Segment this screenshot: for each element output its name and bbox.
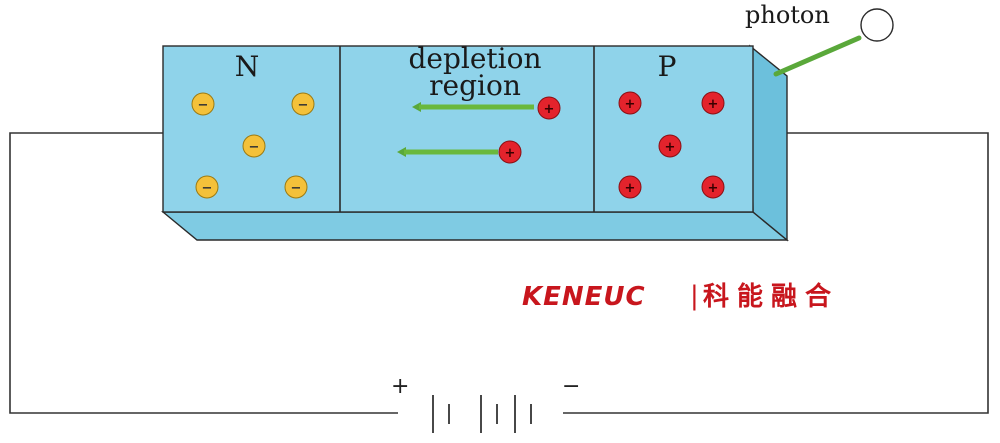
depletion-label-line2: region bbox=[429, 69, 521, 102]
semiconductor-block bbox=[161, 44, 789, 242]
svg-text:+: + bbox=[625, 181, 636, 196]
battery bbox=[432, 395, 532, 433]
svg-text:+: + bbox=[665, 140, 676, 155]
hole: + bbox=[701, 175, 725, 199]
svg-text:+: + bbox=[505, 146, 516, 161]
circuit-wire bbox=[9, 132, 989, 414]
svg-text:−: − bbox=[202, 181, 213, 196]
svg-text:+: + bbox=[625, 97, 636, 112]
svg-text:−: − bbox=[198, 98, 209, 113]
svg-text:+: + bbox=[708, 181, 719, 196]
depletion-arrow bbox=[412, 102, 534, 112]
hole: + bbox=[658, 134, 682, 158]
block-bottom-face bbox=[161, 211, 789, 241]
depletion-label-line1: depletion bbox=[408, 42, 541, 75]
depletion-arrow bbox=[397, 147, 498, 157]
battery-negative-sign: − bbox=[562, 374, 580, 399]
svg-text:−: − bbox=[298, 98, 309, 113]
hole: + bbox=[498, 140, 522, 164]
hole: + bbox=[701, 91, 725, 115]
electron: − bbox=[191, 92, 215, 116]
brand-name-en: KENEUC bbox=[522, 282, 646, 312]
photon-label: photon bbox=[745, 1, 830, 29]
p-region-label: P bbox=[658, 50, 677, 83]
n-region-label: N bbox=[235, 50, 260, 83]
photon-ray bbox=[773, 35, 862, 77]
svg-text:+: + bbox=[544, 102, 555, 117]
svg-text:−: − bbox=[249, 140, 260, 155]
electron: − bbox=[195, 175, 219, 199]
electron: − bbox=[242, 134, 266, 158]
svg-text:+: + bbox=[708, 97, 719, 112]
brand-name-cn: 科能融合 bbox=[703, 281, 839, 312]
svg-text:−: − bbox=[291, 181, 302, 196]
hole: + bbox=[537, 96, 561, 120]
electron: − bbox=[291, 92, 315, 116]
brand-separator: | bbox=[690, 281, 700, 311]
photon-circle bbox=[860, 8, 894, 42]
brand-watermark: KENEUC | 科能融合 bbox=[522, 281, 839, 312]
electron: − bbox=[284, 175, 308, 199]
block-front-face bbox=[162, 45, 754, 213]
hole: + bbox=[618, 91, 642, 115]
block-side-face bbox=[749, 44, 788, 242]
battery-positive-sign: + bbox=[391, 374, 409, 399]
hole: + bbox=[618, 175, 642, 199]
